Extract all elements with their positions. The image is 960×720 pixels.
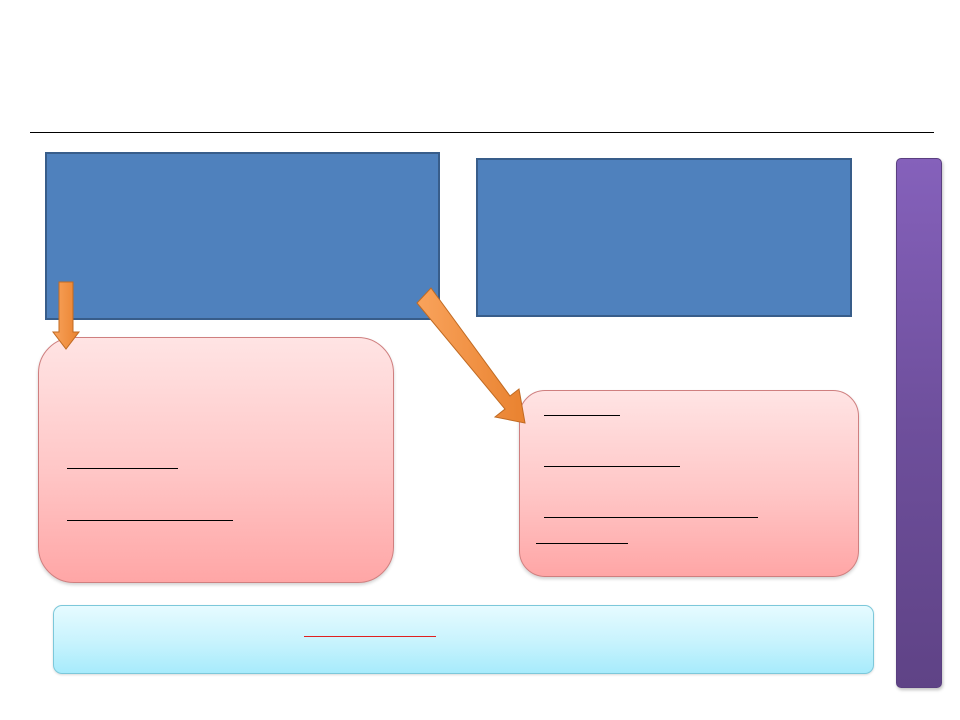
- underline-left-2: [67, 520, 233, 521]
- summary-box: [53, 605, 874, 674]
- underline-left-1: [67, 468, 178, 469]
- primary-box-left: [45, 152, 440, 320]
- title-divider: [30, 132, 934, 133]
- underline-right-1: [544, 415, 620, 416]
- underline-summary: [304, 636, 436, 637]
- underline-right-4: [536, 543, 628, 544]
- detail-box-left: [38, 337, 394, 583]
- detail-box-right: [519, 390, 859, 577]
- underline-right-2: [544, 466, 680, 467]
- primary-box-right: [476, 158, 852, 317]
- side-bar: [896, 158, 942, 688]
- underline-right-3: [544, 517, 758, 518]
